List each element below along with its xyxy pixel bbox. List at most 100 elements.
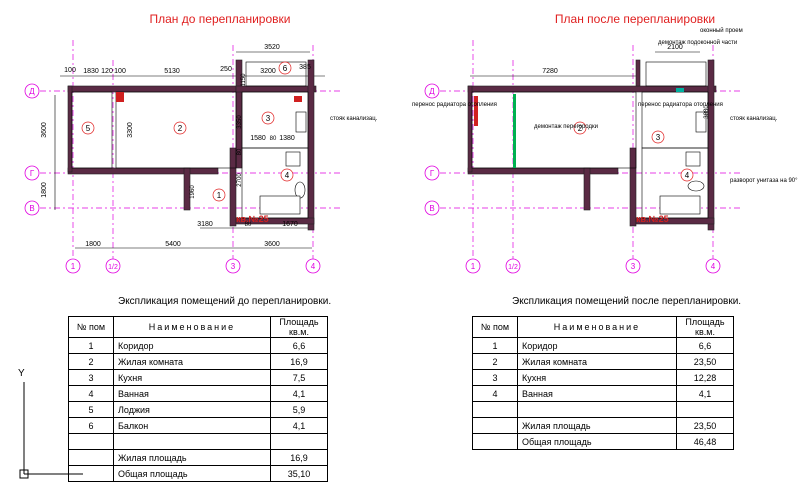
table-after-title: Экспликация помещений после перепланиров… <box>512 296 742 307</box>
cell-name <box>517 401 677 418</box>
removed-partition <box>513 94 516 168</box>
moved-radiator <box>474 96 478 126</box>
cell-area: 6,6 <box>270 337 328 354</box>
dim-3600: 3600 <box>41 122 48 138</box>
axis-label-d: Д <box>29 87 35 96</box>
dim-3300: 3300 <box>127 122 134 138</box>
cell-area: 4,1 <box>270 385 328 402</box>
cell-name: Балкон <box>113 417 271 434</box>
y-axis-label: Y <box>18 368 25 379</box>
dim-3520: 3520 <box>264 44 280 51</box>
cell-area <box>270 433 328 450</box>
cell-name: Жилая площадь <box>517 417 677 434</box>
room-2-number: 2 <box>178 124 183 133</box>
cell-number <box>472 433 518 450</box>
axis-bubble-1-2 <box>105 258 121 274</box>
cell-area: 46,48 <box>676 433 734 450</box>
table-header-row: № пом Наименование Площадь кв.м. <box>472 316 734 338</box>
room-4-number: 4 <box>285 171 290 180</box>
note-radiator-right: перенос радиатора отопления <box>638 102 723 108</box>
dim-1800-vertical: 1800 <box>41 182 48 198</box>
cell-name: Ванная <box>517 385 677 402</box>
note-sill: демонтаж подоконной части <box>658 39 737 46</box>
cell-number: 1 <box>472 337 518 354</box>
cell-area: 16,9 <box>270 449 328 466</box>
cell-name: Кухня <box>113 369 271 386</box>
unit-label: кв.№25 <box>236 214 269 224</box>
col-header-name: Наименование <box>517 316 677 338</box>
cell-name: Ванная <box>113 385 271 402</box>
cell-name: Жилая комната <box>113 353 271 370</box>
riser-note: стояк канализац. <box>330 116 378 122</box>
right-floor-plan: Д Г В 1 1/2 3 4 2 <box>400 0 800 290</box>
dim-1670: 1670 <box>282 221 298 228</box>
left-plan-title: План до перепланировки <box>149 12 291 26</box>
dim-1960: 1960 <box>190 185 196 199</box>
note-window: оконный проем <box>700 27 743 34</box>
r-room-3-number: 3 <box>656 133 661 142</box>
cell-name: Общая площадь <box>517 433 677 450</box>
note-radiator-left: перенос радиатора отопления <box>412 102 497 108</box>
dim-80a: 80 <box>270 136 277 142</box>
room-6-number: 6 <box>283 64 288 73</box>
col-header-area: Площадь кв.м. <box>270 316 328 338</box>
cell-area: 4,1 <box>270 417 328 434</box>
r-riser-note: стояк канализац. <box>730 116 778 122</box>
axis-label-v: В <box>29 204 34 213</box>
axis-bubble-3 <box>225 258 241 274</box>
dim-3600-bottom: 3600 <box>264 241 280 248</box>
table-before-title: Экспликация помещений до перепланировки. <box>118 296 332 307</box>
r-axis-label-4: 4 <box>711 262 716 271</box>
note-toilet: разворот унитаза на 90° <box>730 178 798 184</box>
table-row <box>472 401 734 418</box>
dim-120: 120 <box>101 68 113 75</box>
r-room-2-number: 2 <box>578 124 583 133</box>
left-floor-plan: Д Г В 1 1/2 3 4 <box>0 0 400 290</box>
dim-80b: 80 <box>237 148 243 155</box>
axis-label-g: Г <box>30 169 35 178</box>
r-axis-label-d: Д <box>429 87 435 96</box>
cell-area: 5,9 <box>270 401 328 418</box>
col-header-name: Наименование <box>113 316 271 338</box>
cell-number: 4 <box>472 385 518 402</box>
axis-bubble-4 <box>305 258 321 274</box>
cell-area: 35,10 <box>270 465 328 482</box>
dim-1380: 1380 <box>279 135 295 142</box>
col-header-number: № пом <box>472 316 518 338</box>
cell-number: 3 <box>472 369 518 386</box>
cell-name <box>113 433 271 450</box>
dim-1580: 1580 <box>250 135 266 142</box>
room-1-number: 1 <box>217 191 222 200</box>
dim-5400: 5400 <box>165 241 181 248</box>
axis-label-1-2: 1/2 <box>108 264 118 271</box>
cell-name: Жилая площадь <box>113 449 271 466</box>
cell-name: Жилая комната <box>517 353 677 370</box>
table-row <box>68 433 328 450</box>
cell-number: 1 <box>68 337 114 354</box>
cell-area: 4,1 <box>676 385 734 402</box>
cell-area: 23,50 <box>676 417 734 434</box>
r-room-4-number: 4 <box>685 171 690 180</box>
room-5-number: 5 <box>86 124 91 133</box>
r-axis-label-1-2: 1/2 <box>508 264 518 271</box>
dim-2100: 2100 <box>667 44 683 51</box>
cell-number <box>472 401 518 418</box>
cell-area: 23,50 <box>676 353 734 370</box>
cell-area: 7,5 <box>270 369 328 386</box>
dim-100a: 100 <box>64 67 76 74</box>
dim-80c: 80 <box>245 222 252 228</box>
axis-bubble-1 <box>65 258 81 274</box>
